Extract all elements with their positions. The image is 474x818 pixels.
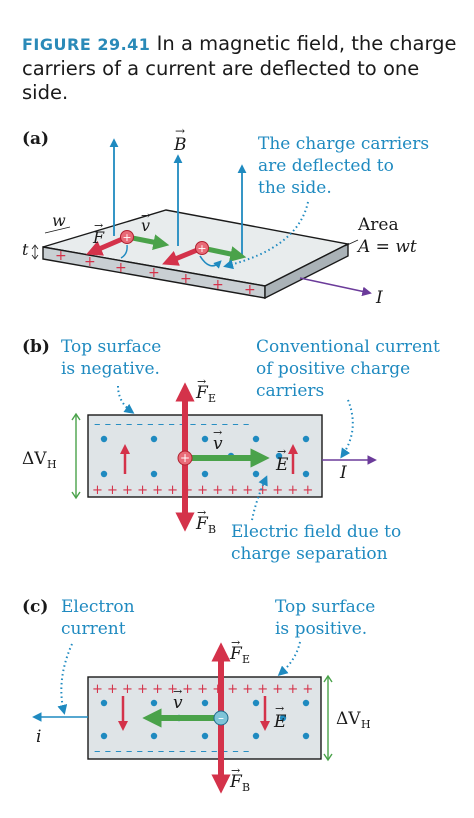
panel-b: (b) Top surface is negative. Conventiona… bbox=[22, 337, 440, 564]
voltage-bracket-arrows bbox=[71, 412, 81, 500]
fb-subscript-c: B bbox=[242, 781, 250, 794]
fb-symbol: F bbox=[195, 514, 209, 534]
top-note-pointer-c bbox=[277, 641, 301, 676]
b-vector-arrow: → bbox=[175, 124, 185, 138]
fb-symbol-c: F bbox=[229, 772, 243, 792]
panel-c: (c) Electron current Top surface is posi… bbox=[22, 597, 375, 794]
current-note-line: of positive charge bbox=[256, 359, 410, 379]
front-edge-charges: + + + + + + + bbox=[55, 248, 256, 298]
voltage-subscript: H bbox=[47, 458, 57, 471]
thickness-arrowheads bbox=[31, 244, 39, 260]
fe-symbol-c: F bbox=[229, 644, 243, 664]
panel-b-label: (b) bbox=[22, 337, 50, 357]
area-formula: A = wt bbox=[356, 237, 417, 257]
force-vector-arrow: → bbox=[94, 219, 103, 232]
b-field-symbol: B bbox=[173, 135, 187, 155]
velocity-vector-arrow: → bbox=[213, 426, 222, 439]
current-arrow bbox=[299, 277, 372, 297]
top-note-line-c: Top surface bbox=[275, 597, 375, 617]
electron-note-pointer bbox=[57, 643, 73, 715]
fb-vector-arrow-c: → bbox=[231, 764, 240, 777]
voltage-symbol-c: ΔV bbox=[336, 709, 361, 729]
plus-charge: + bbox=[84, 254, 96, 270]
voltage-subscript-c: H bbox=[361, 718, 371, 731]
callout-line: The charge carriers bbox=[258, 134, 429, 154]
top-note-line-c: is positive. bbox=[275, 619, 367, 639]
top-note-line: Top surface bbox=[61, 337, 161, 357]
e-field-symbol: E bbox=[275, 455, 289, 475]
callout-pointer bbox=[223, 201, 309, 270]
b-field-arrows bbox=[109, 138, 247, 256]
plus-charge: + bbox=[180, 271, 192, 287]
electron-minus-sign: – bbox=[218, 711, 224, 725]
velocity-symbol-b: v bbox=[213, 434, 223, 454]
charge-plus-sign: + bbox=[197, 242, 206, 255]
e-vector-arrow: → bbox=[277, 445, 286, 458]
force-symbol: F bbox=[92, 228, 105, 247]
negative-surface-charges-c: – – – – – – – – – – – – – – – bbox=[94, 744, 249, 759]
e-field-symbol-c: E bbox=[273, 712, 287, 732]
deflection-curve bbox=[120, 244, 128, 259]
top-note-pointer bbox=[117, 385, 135, 414]
plus-charge: + bbox=[244, 282, 256, 298]
positive-surface-charges: + + + + + + + + + + + + + + + bbox=[92, 483, 313, 498]
figure-caption: FIGURE 29.41 In a magnetic field, the ch… bbox=[22, 32, 462, 105]
charge-plus-sign: + bbox=[122, 231, 131, 244]
width-symbol: w bbox=[52, 211, 66, 230]
plus-charge: + bbox=[55, 248, 67, 264]
positive-charge-carrier bbox=[177, 450, 193, 466]
area-label: Area bbox=[357, 215, 399, 235]
e-vector-arrow-c: → bbox=[275, 702, 284, 715]
voltage-symbol: ΔV bbox=[22, 449, 47, 469]
electron-note-line: current bbox=[61, 619, 126, 639]
plus-charge: + bbox=[212, 277, 224, 293]
negative-surface-charges: – – – – – – – – – – – – – – – bbox=[94, 417, 249, 432]
positive-charge-carrier bbox=[195, 241, 209, 255]
positive-charge-carrier bbox=[120, 230, 134, 244]
velocity-vector-arrow-c: → bbox=[173, 685, 182, 698]
fe-symbol: F bbox=[195, 383, 209, 403]
field-note-line: charge separation bbox=[231, 544, 388, 564]
callout-line: are deflected to bbox=[258, 156, 394, 176]
fb-subscript: B bbox=[208, 523, 216, 536]
deflection-callout: The charge carriers are deflected to the… bbox=[258, 134, 429, 198]
width-dimension bbox=[44, 226, 71, 234]
velocity-symbol: v bbox=[141, 216, 150, 235]
current-note-line: Conventional current bbox=[256, 337, 440, 357]
current-symbol-c: i bbox=[36, 727, 41, 747]
positive-surface-charges-c: + + + + + + + + + + + + + + + bbox=[92, 682, 313, 697]
top-note-line: is negative. bbox=[61, 359, 160, 379]
current-symbol: I bbox=[375, 288, 383, 308]
electron bbox=[213, 710, 229, 726]
caption-text: In a magnetic field, the charge carriers… bbox=[22, 32, 457, 104]
velocity-vector-arrow: → bbox=[141, 209, 150, 222]
current-symbol-b: I bbox=[339, 463, 347, 483]
fe-vector-arrow-c: → bbox=[231, 636, 240, 649]
callout-line: the side. bbox=[258, 178, 332, 198]
charge-dots-b bbox=[100, 435, 310, 478]
panel-a-label: (a) bbox=[22, 129, 49, 149]
deflection-curve bbox=[199, 255, 222, 269]
fe-subscript: E bbox=[208, 392, 216, 405]
slab-side-face bbox=[264, 242, 349, 300]
electron-note-line: Electron bbox=[61, 597, 135, 617]
fe-subscript-c: E bbox=[242, 653, 250, 666]
voltage-bracket-arrows-c bbox=[323, 674, 333, 762]
thickness-symbol: t bbox=[22, 240, 29, 259]
plus-charge: + bbox=[115, 260, 127, 276]
area-pointer bbox=[344, 239, 359, 247]
field-note-line: Electric field due to bbox=[231, 522, 401, 542]
panel-c-label: (c) bbox=[22, 597, 48, 617]
current-note-pointer bbox=[340, 399, 354, 459]
velocity-symbol-c: v bbox=[173, 693, 183, 713]
fe-vector-arrow: → bbox=[197, 375, 206, 388]
fb-vector-arrow: → bbox=[197, 506, 206, 519]
panel-a: (a) + + + + + + + B → + bbox=[22, 124, 429, 308]
charge-plus-sign: + bbox=[180, 451, 190, 465]
figure-number: FIGURE 29.41 bbox=[22, 35, 151, 54]
current-note-line: carriers bbox=[256, 381, 324, 401]
plus-charge: + bbox=[148, 265, 160, 281]
